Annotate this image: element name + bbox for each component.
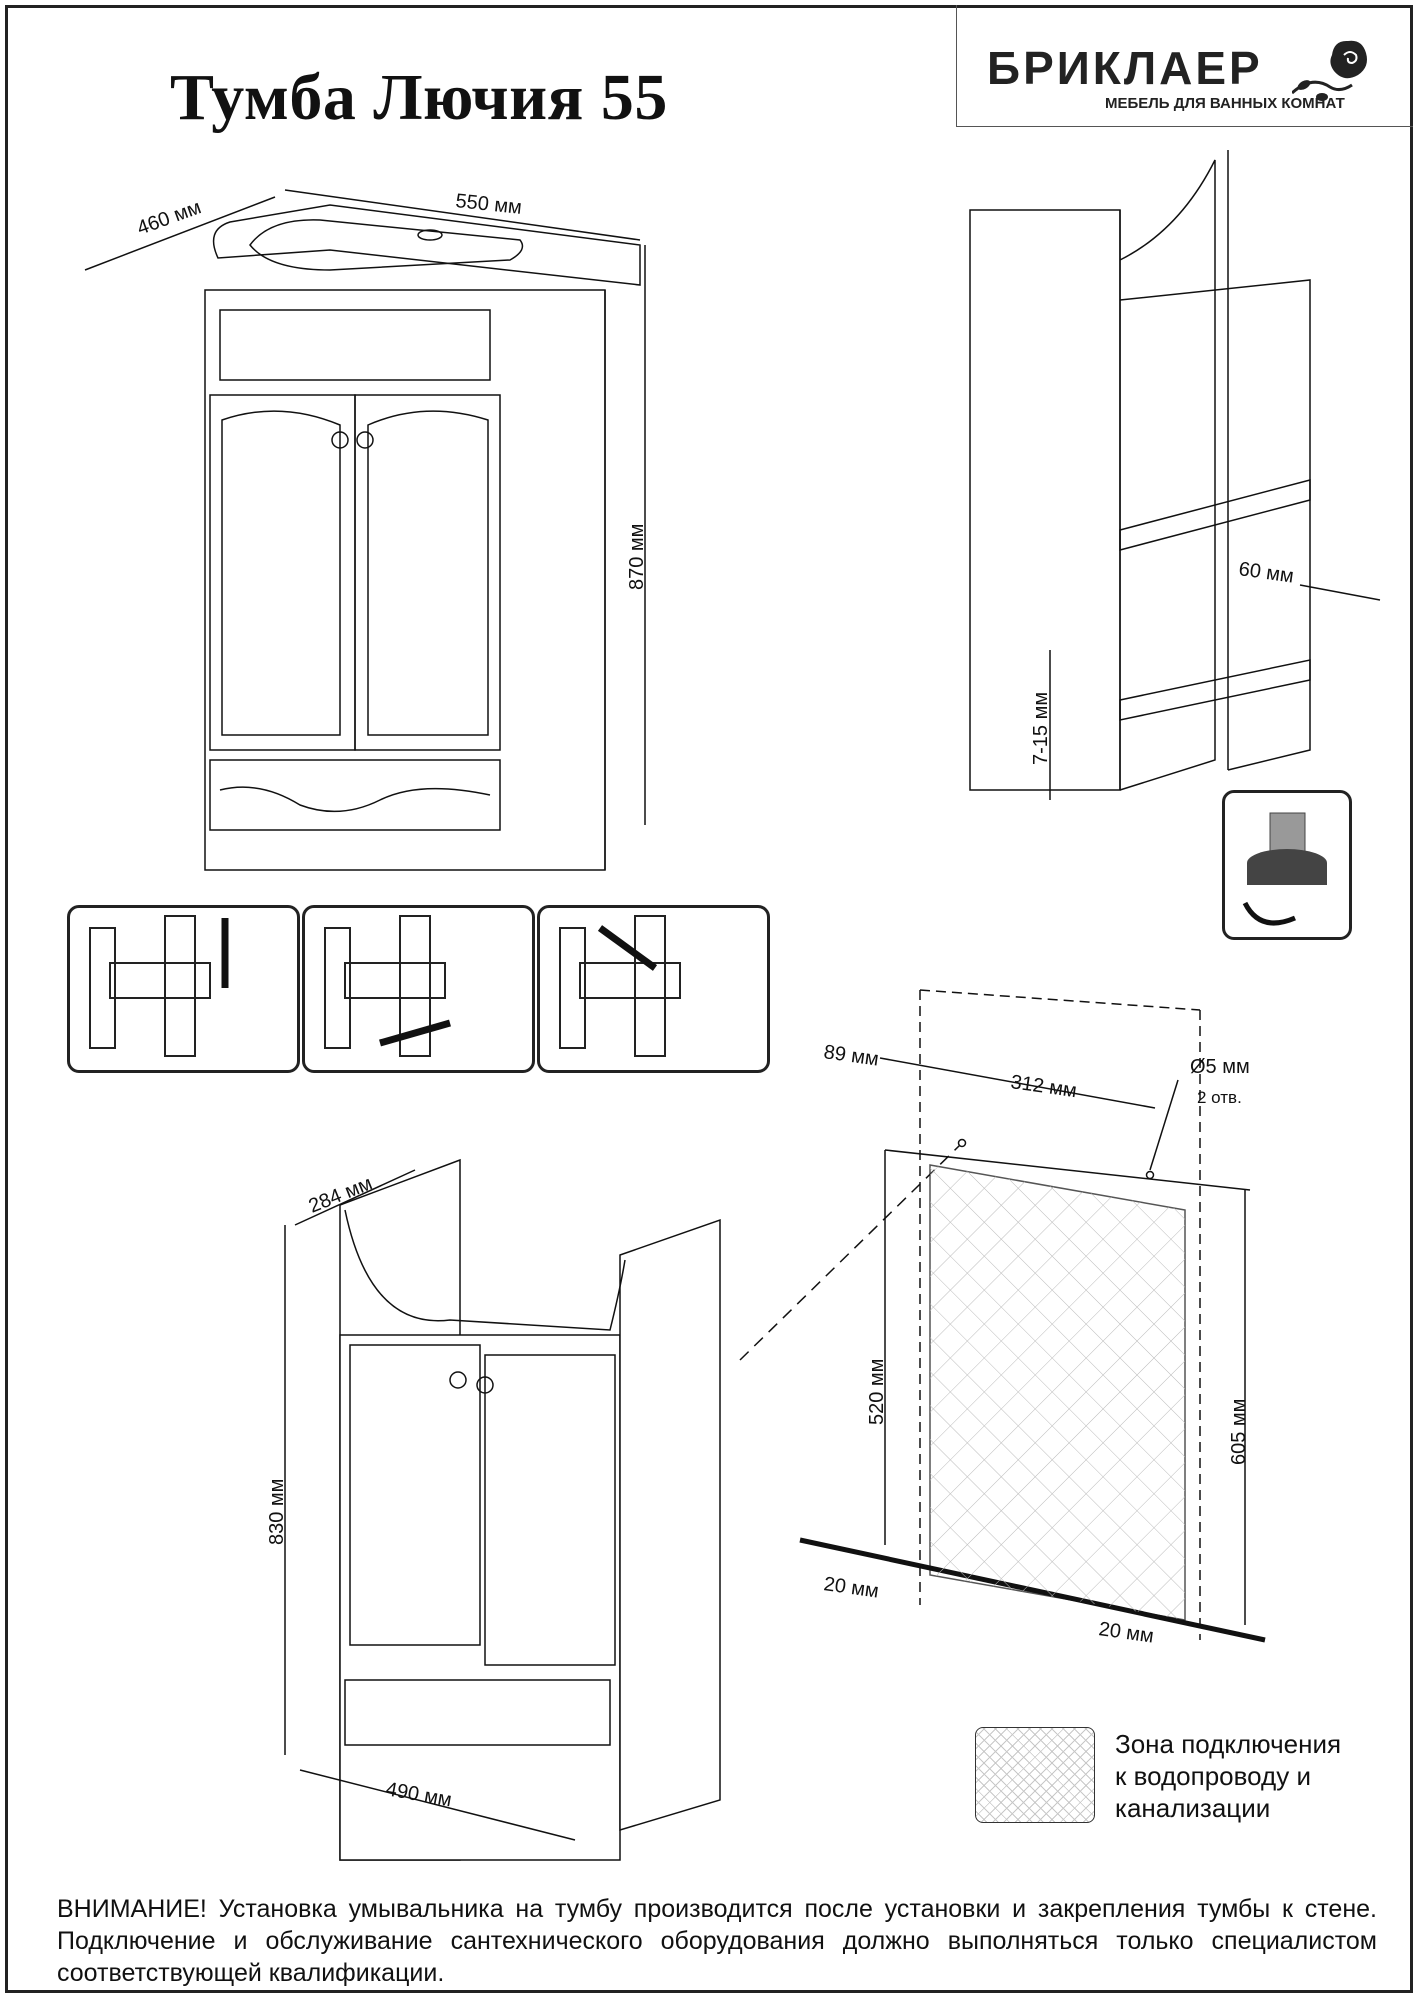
side-panel-view bbox=[969, 150, 1311, 791]
dim-hole-height-label: 520 мм bbox=[866, 1359, 888, 1425]
vanity-front-view bbox=[204, 204, 641, 871]
rose-icon bbox=[1292, 40, 1367, 101]
hinge-depth-adjust-icon bbox=[559, 915, 681, 1057]
page-border bbox=[5, 5, 1413, 1993]
page-title: Тумба Лючия 55 bbox=[170, 61, 668, 134]
dim-right-margin-label: 20 мм bbox=[1097, 1618, 1155, 1647]
connection-zone-legend: Зона подключения к водопроводу и канализ… bbox=[1115, 1728, 1341, 1824]
dim-line-depth bbox=[84, 196, 276, 271]
hinge-horizontal-adjust-icon bbox=[324, 915, 451, 1057]
dim-hole-spec-label: Ø5 мм bbox=[1190, 1056, 1250, 1078]
adjustable-foot-icon bbox=[1242, 812, 1327, 926]
hinge-vertical-adjust-icon bbox=[89, 915, 229, 1057]
legend-line-3: канализации bbox=[1115, 1793, 1271, 1823]
dim-line-284 bbox=[294, 1169, 416, 1226]
legend-line-2: к водопроводу и bbox=[1115, 1761, 1311, 1791]
hinge-step-3-panel bbox=[537, 905, 770, 1073]
dim-hole-count-label: 2 отв. bbox=[1197, 1088, 1242, 1107]
hinge-step-2-panel bbox=[302, 905, 535, 1073]
dim-depth-label: 460 мм bbox=[134, 196, 204, 239]
dim-zone-height-label: 605 мм bbox=[1228, 1399, 1250, 1465]
warning-notice: ВНИМАНИЕ! Установка умывальника на тумбу… bbox=[57, 1895, 1377, 1987]
dim-height-label: 870 мм bbox=[626, 524, 648, 590]
dim-back-offset-label: 60 мм bbox=[1237, 558, 1295, 587]
dim-line-60 bbox=[1299, 584, 1381, 601]
hinge-step-1-panel bbox=[67, 905, 300, 1073]
brand-name: БРИКЛАЕР bbox=[987, 42, 1263, 94]
legend-line-1: Зона подключения bbox=[1115, 1729, 1342, 1759]
dim-assembly-height-label: 830 мм bbox=[266, 1479, 288, 1545]
connection-zone-legend-swatch bbox=[975, 1727, 1095, 1823]
leg-adjuster-panel bbox=[1222, 790, 1352, 940]
dim-left-margin-label: 20 мм bbox=[822, 1573, 880, 1602]
connection-zone-hatch bbox=[930, 1165, 1185, 1620]
dim-line-490 bbox=[299, 1769, 576, 1841]
dim-left-offset-label: 89 мм bbox=[822, 1041, 880, 1070]
brand-logo-box: БРИКЛАЕР МЕБЕЛЬ ДЛЯ ВАННЫХ КОМНАТ bbox=[956, 5, 1413, 127]
dim-leg-adjust-label: 7-15 мм bbox=[1030, 692, 1052, 765]
dim-line-width bbox=[284, 189, 641, 241]
brand-tagline: МЕБЕЛЬ ДЛЯ ВАННЫХ КОМНАТ bbox=[1105, 95, 1345, 112]
dim-hole-spacing-label: 312 мм bbox=[1009, 1071, 1078, 1102]
vanity-assembly-view bbox=[339, 1158, 721, 1861]
